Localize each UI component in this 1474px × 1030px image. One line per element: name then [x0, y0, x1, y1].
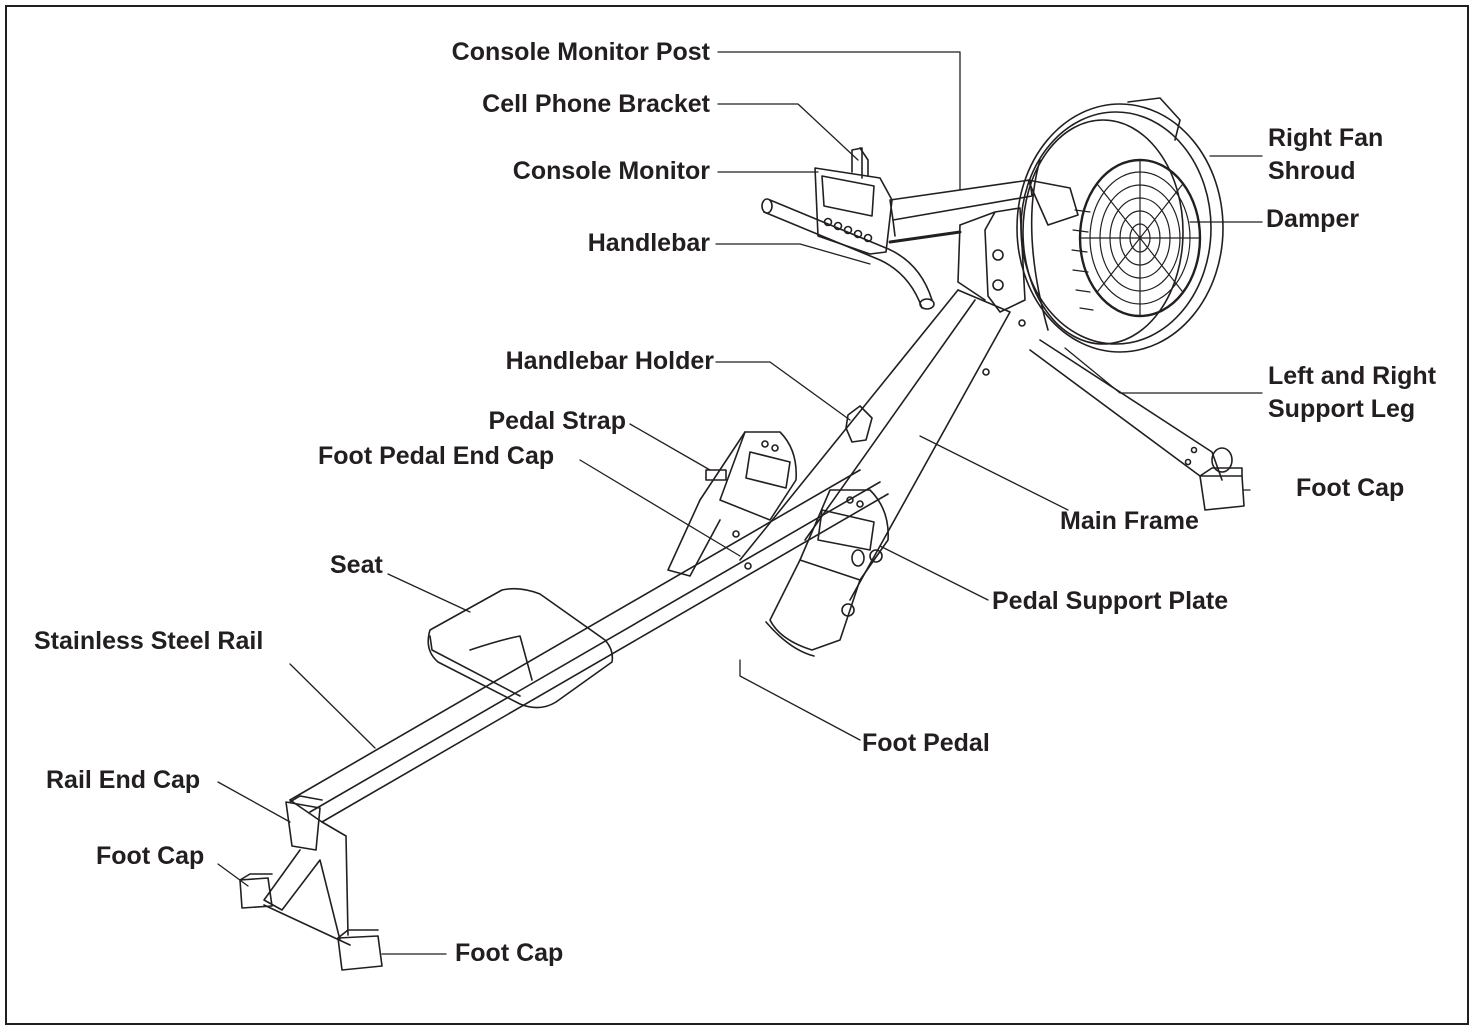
console-post — [889, 179, 1033, 237]
label-foot-pedal: Foot Pedal — [862, 729, 990, 757]
label-rail-end-cap: Rail End Cap — [46, 766, 201, 794]
label-handlebar: Handlebar — [587, 229, 710, 257]
console-monitor — [814, 147, 893, 255]
label-foot-cap-left: Foot Cap — [96, 842, 205, 870]
label-stainless-steel-rail: Stainless Steel Rail — [34, 627, 264, 655]
label-console-monitor: Console Monitor — [512, 157, 710, 185]
label-pedal-support-plate: Pedal Support Plate — [992, 587, 1229, 615]
label-seat: Seat — [330, 551, 383, 579]
label-foot-cap-bottom: Foot Cap — [455, 939, 564, 967]
label-console-monitor-post: Console Monitor Post — [451, 38, 710, 66]
damper-grille — [1071, 158, 1202, 318]
main-frame-beam — [739, 289, 1026, 601]
handlebar — [761, 198, 962, 310]
fan-assembly — [1016, 97, 1224, 353]
leader-lines — [217, 51, 1263, 955]
label-damper: Damper — [1266, 205, 1360, 233]
label-right-fan-shroud-line2: Shroud — [1268, 157, 1356, 185]
label-pedal-strap: Pedal Strap — [488, 407, 626, 435]
front-support-leg — [1029, 339, 1245, 511]
label-main-frame: Main Frame — [1060, 507, 1199, 535]
label-support-leg-line2: Support Leg — [1268, 395, 1416, 423]
label-foot-pedal-end-cap: Foot Pedal End Cap — [318, 442, 555, 470]
fan-bracket — [957, 207, 1026, 313]
foot-pedal-right — [765, 489, 889, 657]
label-handlebar-holder: Handlebar Holder — [505, 347, 714, 375]
label-foot-cap-right: Foot Cap — [1296, 474, 1405, 502]
label-right-fan-shroud-line1: Right Fan — [1268, 124, 1384, 152]
rear-leg — [239, 795, 383, 971]
foot-pedal-left — [667, 431, 797, 577]
label-support-leg-line1: Left and Right — [1268, 362, 1437, 390]
label-cell-phone-bracket: Cell Phone Bracket — [482, 90, 710, 118]
diagram-frame — [5, 5, 1469, 1025]
stainless-steel-rail — [289, 469, 889, 823]
seat — [427, 587, 614, 709]
